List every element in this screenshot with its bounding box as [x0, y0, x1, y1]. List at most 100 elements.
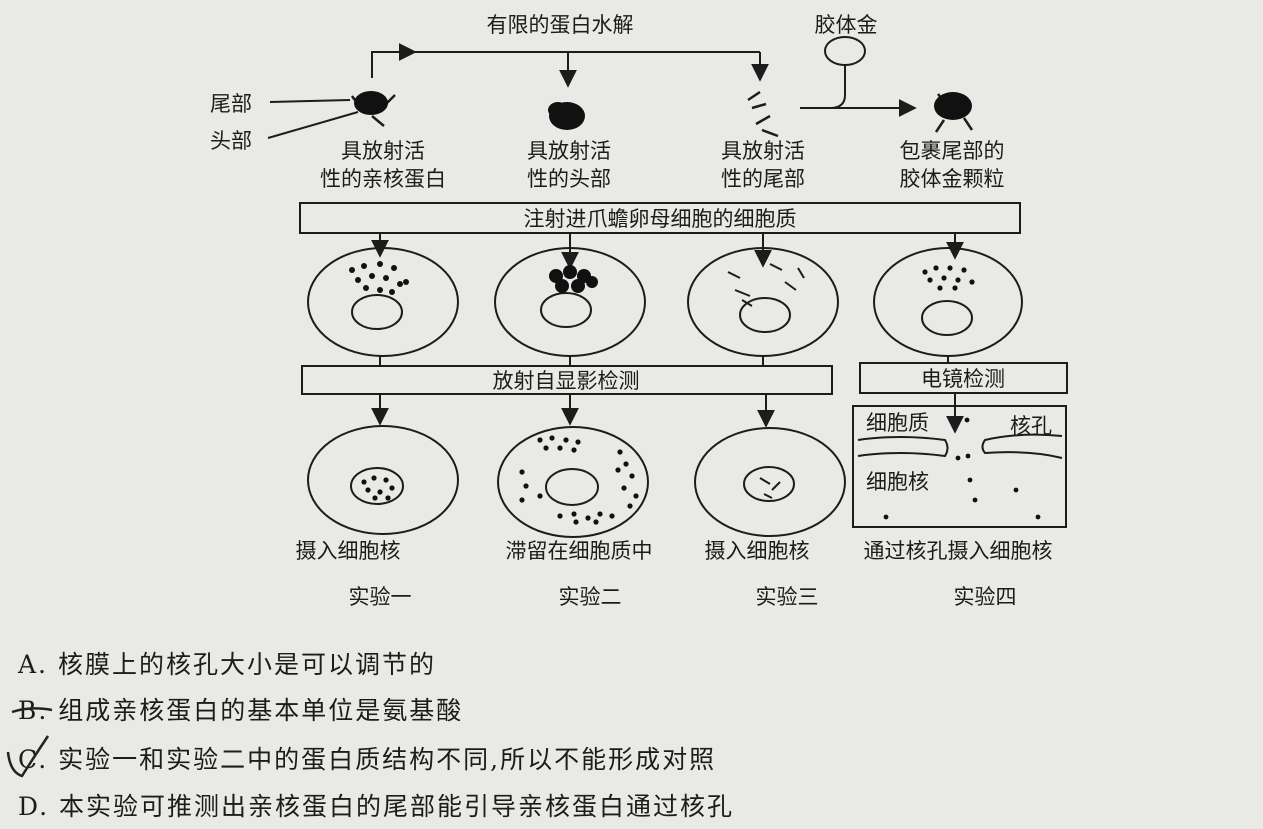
head-label: 头部	[210, 129, 252, 153]
em-particle	[1035, 514, 1041, 520]
result-2-dot	[563, 437, 569, 443]
cell-1-dot	[361, 263, 367, 269]
cell-1	[307, 247, 459, 357]
result-2-dot	[597, 511, 603, 517]
em-particle	[964, 417, 970, 423]
em-particle	[883, 514, 889, 520]
result-4-label: 通过核孔摄入细胞核	[864, 539, 1053, 563]
head-pointer	[267, 111, 359, 139]
nucleoplasmin-blob	[354, 91, 388, 115]
result-2-dot	[623, 461, 629, 467]
result-cell-1-nucleus	[350, 467, 404, 505]
result-2-dot	[571, 447, 577, 453]
check-mark-c	[6, 735, 50, 778]
hydrolysis-label: 有限的蛋白水解	[487, 13, 634, 37]
cell-1-dot	[377, 287, 383, 293]
head-piece-label-2: 性的头部	[527, 167, 611, 191]
option-d: D. 本实验可推测出亲核蛋白的尾部能引导亲核蛋白通过核孔	[18, 792, 735, 821]
result-1-dot	[372, 495, 378, 501]
cell-1-dot	[355, 277, 361, 283]
cell-1-dot	[377, 261, 383, 267]
autoradiography-bar-label: 放射自显影检测	[493, 369, 640, 393]
em-nucleus-label: 细胞核	[866, 470, 929, 494]
cell-4-nucleus	[921, 300, 973, 336]
em-result-box	[852, 405, 1067, 528]
result-2-label: 滞留在细胞质中	[506, 539, 653, 563]
gold-connector	[829, 65, 846, 109]
cell-4-dot	[937, 285, 943, 291]
result-1-dot	[365, 487, 371, 493]
result-cell-2	[497, 426, 649, 538]
cell-1-dot	[349, 267, 355, 273]
head-piece-label-1: 具放射活	[527, 139, 611, 163]
em-particle	[965, 453, 971, 459]
result-cell-2-nucleus	[545, 468, 599, 506]
result-2-dot	[519, 469, 525, 475]
cell-1-dot	[397, 281, 403, 287]
head-blob-b	[548, 102, 568, 118]
handwritten-marks	[6, 707, 53, 778]
tail-pointer	[269, 99, 351, 103]
injection-bar	[299, 202, 1021, 234]
strike-mark-b	[11, 707, 53, 714]
result-2-dot	[523, 483, 529, 489]
option-c: C. 实验一和实验二中的蛋白质结构不同,所以不能形成对照	[18, 745, 717, 774]
em-bar	[859, 362, 1068, 394]
em-particle	[967, 477, 973, 483]
result-2-dot	[627, 503, 633, 509]
cell-1-dot	[391, 265, 397, 271]
result-1-dot	[385, 495, 391, 501]
result-2-dot	[617, 449, 623, 455]
nucleoplasmin-label-2: 性的亲核蛋白	[320, 167, 446, 191]
cell-1-dot	[383, 275, 389, 281]
tail-fragments	[747, 90, 779, 138]
result-2-dot	[537, 437, 543, 443]
experiment-diagram: 有限的蛋白水解 胶体金 尾部 头部 具放射活 性的亲核蛋白 具放射活 性的头部 …	[210, 13, 1068, 609]
result-1-dot	[383, 477, 389, 483]
particle-dots	[349, 261, 1041, 525]
nuclear-envelope-right	[981, 433, 1063, 459]
result-1-dot	[371, 475, 377, 481]
cell-4-dot	[933, 265, 939, 271]
result-2-dot	[621, 485, 627, 491]
result-2-dot	[571, 511, 577, 517]
result-1-label: 摄入细胞核	[296, 539, 401, 563]
result-2-dot	[575, 439, 581, 445]
cell-1-nucleus	[351, 294, 403, 330]
em-cytoplasm-label: 细胞质	[866, 411, 929, 435]
cell-4-dot	[955, 277, 961, 283]
cell-4-dot	[952, 285, 958, 291]
option-b: B. 组成亲核蛋白的基本单位是氨基酸	[18, 696, 464, 725]
nuclear-envelope-left	[857, 436, 949, 458]
result-2-dot	[543, 445, 549, 451]
gold-tail-label-2: 胶体金颗粒	[900, 167, 1005, 191]
result-3-fragments	[759, 477, 781, 499]
result-cell-3-nucleus	[743, 466, 795, 502]
result-2-dot	[629, 473, 635, 479]
result-2-dot	[557, 445, 563, 451]
cell-4-dot	[941, 275, 947, 281]
result-2-dot	[633, 493, 639, 499]
result-2-dot	[593, 519, 599, 525]
gold-tail-label-1: 包裹尾部的	[900, 139, 1005, 163]
result-2-dot	[609, 513, 615, 519]
em-particle	[1013, 487, 1019, 493]
result-2-dot	[585, 515, 591, 521]
cell-1-dot	[389, 289, 395, 295]
em-nuclear-pore-label: 核孔	[1010, 414, 1052, 438]
experiment-1-label: 实验一	[349, 585, 412, 609]
nucleoplasmin-label-1: 具放射活	[341, 139, 425, 163]
result-2-dot	[519, 497, 525, 503]
tail-piece-label-1: 具放射活	[721, 139, 805, 163]
result-2-dot	[615, 467, 621, 473]
cell-2-nucleus	[540, 292, 592, 328]
injection-bar-label: 注射进爪蟾卵母细胞的细胞质	[524, 207, 797, 231]
cell-1-dot	[369, 273, 375, 279]
gold-coated-blob	[934, 92, 972, 120]
cell-3-nucleus	[739, 297, 791, 333]
result-1-dot	[361, 479, 367, 485]
result-1-dot	[389, 485, 395, 491]
hydrolysis-bracket	[371, 51, 760, 78]
experiment-4-label: 实验四	[954, 585, 1017, 609]
em-particle	[972, 497, 978, 503]
